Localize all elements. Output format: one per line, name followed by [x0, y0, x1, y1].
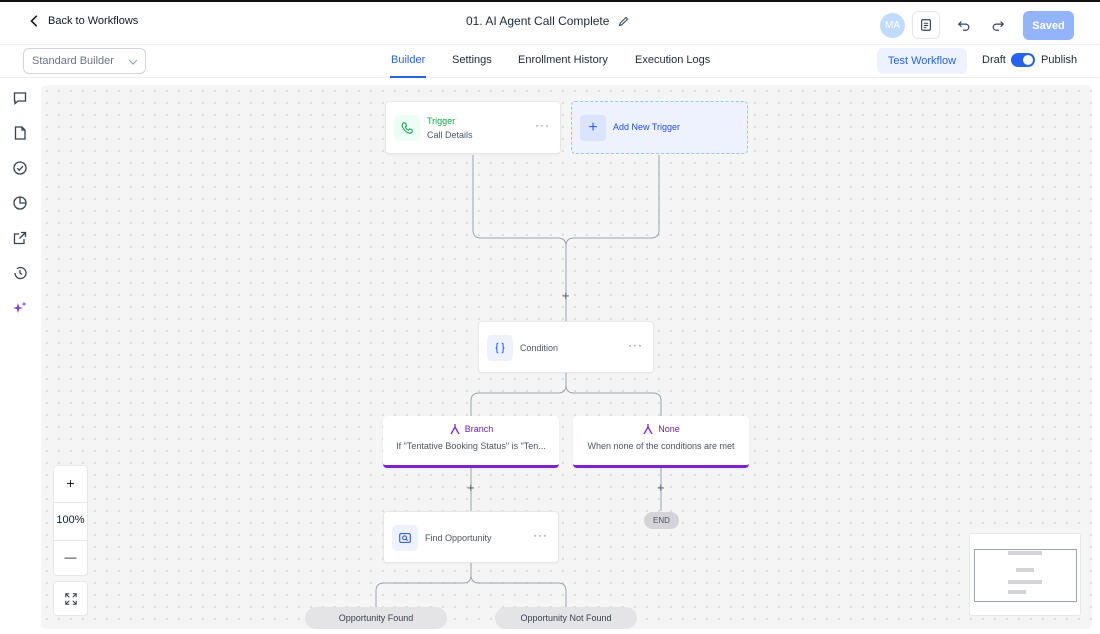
add-new-trigger-button[interactable]: + Add New Trigger — [571, 101, 748, 154]
external-link-icon[interactable] — [12, 230, 28, 246]
add-trigger-label: Add New Trigger — [613, 122, 681, 132]
plus-icon: + — [580, 115, 606, 141]
tab-settings[interactable]: Settings — [452, 54, 492, 66]
test-workflow-button[interactable]: Test Workflow — [877, 48, 967, 74]
condition-node[interactable]: Condition ··· — [478, 321, 654, 373]
add-step-button[interactable]: + — [657, 480, 665, 495]
branch-subtitle: If "Tentative Booking Status" is "Ten... — [396, 441, 546, 451]
left-rail — [0, 78, 40, 634]
none-branch-subtitle: When none of the conditions are met — [587, 441, 735, 451]
opportunity-found-branch[interactable]: Opportunity Found — [305, 607, 447, 629]
add-step-button[interactable]: + — [562, 288, 570, 303]
none-branch-node[interactable]: None When none of the conditions are met — [573, 416, 749, 468]
zoom-divider — [54, 502, 87, 503]
connector-lines — [375, 155, 662, 607]
workflow-title[interactable]: 01. AI Agent Call Complete — [466, 14, 630, 28]
notes-button[interactable] — [912, 11, 940, 39]
find-opportunity-menu-button[interactable]: ··· — [533, 528, 548, 542]
redo-icon — [992, 21, 1005, 31]
zoom-divider — [54, 540, 87, 541]
sub-bar: Standard Builder Builder Settings Enroll… — [0, 44, 1100, 78]
minimap[interactable] — [969, 533, 1081, 616]
pie-chart-icon[interactable] — [12, 195, 28, 211]
braces-icon — [487, 335, 513, 361]
tab-execution-logs[interactable]: Execution Logs — [635, 54, 711, 66]
top-bar: Back to Workflows 01. AI Agent Call Comp… — [0, 0, 1100, 44]
workflow-title-text: 01. AI Agent Call Complete — [466, 14, 610, 28]
zoom-in-button[interactable]: + — [66, 475, 75, 491]
check-circle-icon[interactable] — [12, 160, 28, 176]
minimap-node — [1008, 580, 1042, 584]
trigger-menu-button[interactable]: ··· — [535, 118, 550, 132]
history-icon[interactable] — [12, 265, 28, 281]
search-record-icon — [392, 525, 418, 551]
file-icon[interactable] — [12, 125, 28, 141]
builder-type-select[interactable]: Standard Builder — [23, 48, 146, 74]
tab-builder[interactable]: Builder — [391, 54, 426, 66]
chevron-left-icon — [30, 15, 38, 27]
back-label: Back to Workflows — [48, 15, 139, 27]
draft-label: Draft — [982, 54, 1006, 66]
minimap-node — [1008, 551, 1042, 555]
tab-enrollment-history[interactable]: Enrollment History — [518, 54, 608, 66]
zoom-out-button[interactable]: — — [64, 550, 77, 564]
chat-icon[interactable] — [12, 90, 28, 106]
trigger-title: Trigger — [427, 116, 456, 126]
workflow-canvas[interactable]: Trigger Call Details ··· + Add New Trigg… — [41, 85, 1092, 629]
back-to-workflows-link[interactable]: Back to Workflows — [28, 14, 138, 28]
branch-header: Branch — [383, 423, 559, 435]
opportunity-not-found-branch[interactable]: Opportunity Not Found — [495, 607, 637, 629]
minimap-viewport[interactable] — [974, 549, 1077, 602]
condition-menu-button[interactable]: ··· — [628, 338, 643, 352]
add-step-button[interactable]: + — [467, 480, 475, 495]
pencil-icon[interactable] — [617, 15, 630, 28]
publish-label: Publish — [1041, 54, 1078, 66]
zoom-level: 100% — [56, 514, 85, 526]
chevron-down-icon — [128, 59, 138, 65]
branch-icon — [450, 424, 460, 435]
active-tab-indicator — [390, 76, 426, 78]
end-marker: END — [644, 512, 679, 529]
sparkles-icon[interactable] — [12, 300, 28, 316]
minimap-node — [1008, 590, 1026, 594]
minimap-node — [1016, 568, 1034, 572]
document-list-icon — [921, 19, 931, 31]
trigger-subtitle: Call Details — [427, 130, 473, 140]
find-opportunity-node[interactable]: Find Opportunity ··· — [383, 511, 559, 563]
publish-toggle[interactable] — [1011, 53, 1035, 67]
branch-icon — [643, 424, 653, 435]
undo-button[interactable] — [950, 11, 978, 39]
saved-button[interactable]: Saved — [1023, 11, 1074, 40]
none-branch-header: None — [573, 423, 749, 435]
expand-icon — [64, 592, 77, 605]
undo-icon — [957, 21, 970, 31]
phone-icon — [394, 115, 420, 141]
zoom-controls: + 100% — — [53, 465, 88, 576]
branch-node[interactable]: Branch If "Tentative Booking Status" is … — [383, 416, 559, 468]
condition-label: Condition — [520, 343, 559, 353]
trigger-node[interactable]: Trigger Call Details ··· — [385, 101, 561, 154]
builder-select-value: Standard Builder — [32, 55, 114, 67]
fit-to-screen-button[interactable] — [53, 581, 88, 616]
none-branch-title: None — [658, 424, 680, 434]
avatar[interactable]: MA — [880, 13, 905, 38]
redo-button[interactable] — [984, 11, 1012, 39]
branch-title: Branch — [464, 424, 494, 434]
find-opportunity-label: Find Opportunity — [425, 533, 492, 543]
